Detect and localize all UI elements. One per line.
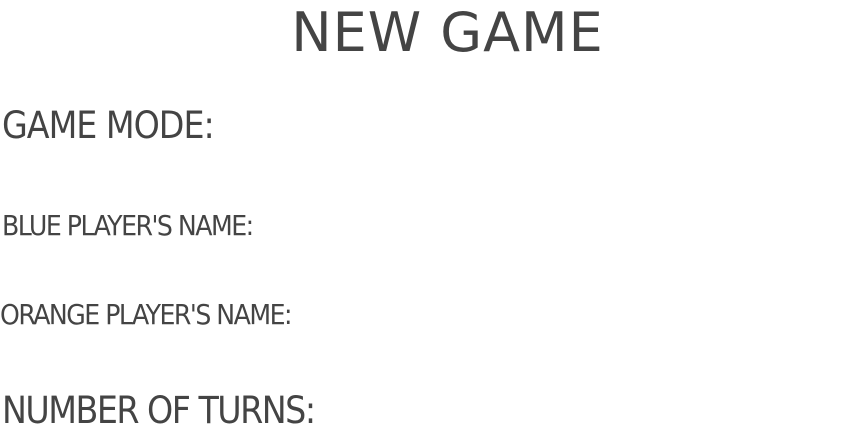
page-title: NEW GAME <box>291 1 604 64</box>
game-mode-label: GAME MODE: <box>2 104 215 147</box>
number-of-turns-label: NUMBER OF TURNS: <box>2 389 316 432</box>
orange-player-name-label: ORANGE PLAYER'S NAME: <box>0 298 293 331</box>
blue-player-name-label: BLUE PLAYER'S NAME: <box>2 209 254 242</box>
